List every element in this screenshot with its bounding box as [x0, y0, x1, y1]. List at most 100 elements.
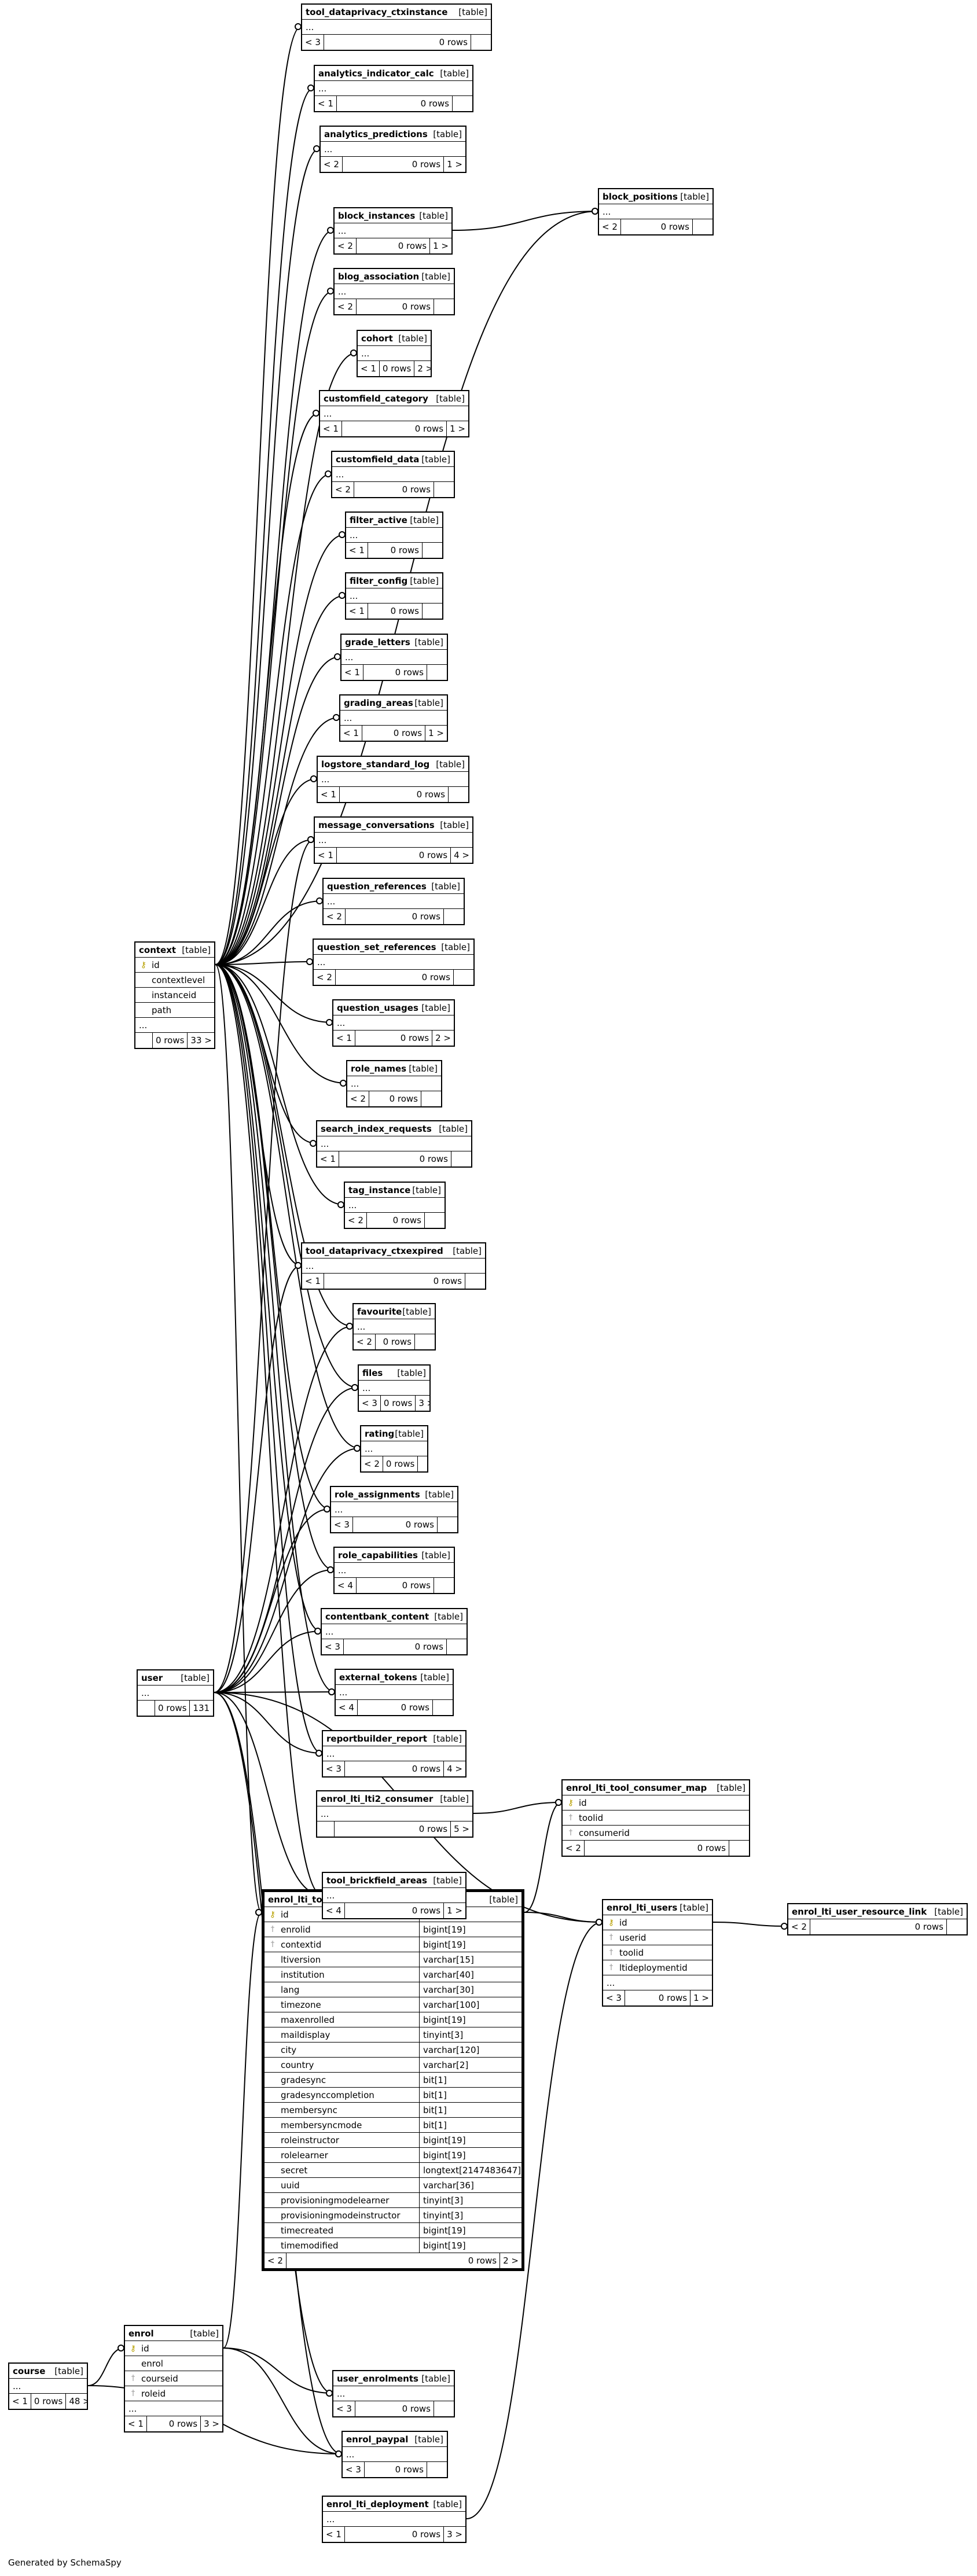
parents-link[interactable] — [135, 1033, 153, 1048]
column-row[interactable]: ⚷id — [135, 958, 214, 973]
table-tool-dataprivacy-ctxinstance[interactable]: tool_dataprivacy_ctxinstance[table]...< … — [301, 3, 492, 51]
children-link[interactable]: 3 > — [418, 1398, 429, 1408]
children-link[interactable]: 4 > — [447, 1764, 462, 1774]
table-name[interactable]: tool_brickfield_areas — [326, 1875, 427, 1886]
children-link[interactable]: 1 > — [447, 1905, 462, 1916]
table-header[interactable]: tag_instance[table] — [345, 1183, 445, 1198]
children-link[interactable] — [415, 1334, 435, 1349]
children-link[interactable]: 1 > — [447, 159, 462, 170]
children-link[interactable] — [947, 1919, 967, 1934]
table-name[interactable]: analytics_indicator_calc — [318, 68, 434, 79]
table-header[interactable]: enrol[table] — [125, 2326, 222, 2341]
parents-link[interactable]: < 3 — [302, 35, 324, 50]
table-header[interactable]: block_instances[table] — [335, 208, 451, 223]
table-name[interactable]: enrol_lti_users — [607, 1902, 678, 1913]
parents-link[interactable]: < 2 — [324, 909, 346, 924]
parents-link[interactable]: < 2 — [314, 970, 336, 985]
table-header[interactable]: filter_config[table] — [346, 573, 442, 588]
table-name[interactable]: analytics_predictions — [324, 128, 428, 139]
parents-link[interactable]: < 1 — [317, 1151, 339, 1166]
table-header[interactable]: search_index_requests[table] — [317, 1121, 471, 1136]
column-row[interactable]: ⚷id — [603, 1915, 712, 1930]
children-link[interactable]: 131 > — [193, 1703, 213, 1713]
table-header[interactable]: enrol_lti_users[table] — [603, 1900, 712, 1915]
column-row[interactable]: path — [135, 1003, 214, 1018]
parents-link[interactable]: < 1 — [302, 1274, 324, 1289]
table-header[interactable]: cohort[table] — [358, 331, 431, 346]
parents-link[interactable]: < 2 — [335, 299, 357, 314]
table-header[interactable]: role_assignments[table] — [331, 1487, 457, 1502]
children-link[interactable] — [438, 1517, 457, 1532]
table-name[interactable]: question_set_references — [317, 941, 436, 952]
table-name[interactable]: question_usages — [337, 1002, 418, 1013]
column-row[interactable]: †courseid — [125, 2371, 222, 2386]
parents-link[interactable]: < 1 — [125, 2416, 147, 2431]
column-row[interactable]: ⚷id — [563, 1795, 749, 1810]
table-header[interactable]: tool_dataprivacy_ctxinstance[table] — [302, 5, 491, 20]
table-header[interactable]: customfield_category[table] — [320, 391, 468, 406]
table-header[interactable]: favourite[table] — [354, 1304, 435, 1319]
table-header[interactable]: tool_brickfield_areas[table] — [323, 1873, 465, 1888]
table-name[interactable]: tag_instance — [348, 1184, 411, 1195]
children-link[interactable] — [447, 1639, 467, 1654]
table-name[interactable]: block_positions — [603, 191, 678, 202]
children-link[interactable] — [434, 299, 454, 314]
parents-link[interactable]: < 3 — [322, 1639, 344, 1654]
table-header[interactable]: user_enrolments[table] — [333, 2371, 454, 2386]
table-header[interactable]: role_capabilities[table] — [335, 1548, 454, 1563]
table-name[interactable]: enrol_lti_lti2_consumer — [321, 1793, 434, 1804]
table-name[interactable]: course — [13, 2365, 46, 2376]
children-link[interactable]: 5 > — [454, 1824, 469, 1834]
children-link[interactable] — [434, 482, 454, 497]
table-name[interactable]: contentbank_content — [325, 1611, 429, 1622]
table-name[interactable]: filter_config — [350, 575, 408, 586]
parents-link[interactable]: < 4 — [335, 1578, 357, 1593]
children-link[interactable]: 2 > — [417, 363, 431, 374]
children-link[interactable] — [434, 2401, 454, 2416]
table-header[interactable]: course[table] — [9, 2364, 87, 2379]
table-name[interactable]: enrol_lti_user_resource_link — [792, 1906, 927, 1917]
children-link[interactable]: 48 > — [69, 2396, 87, 2406]
parents-link[interactable]: < 3 — [603, 1990, 625, 2005]
table-name[interactable]: enrol_lti_deployment — [326, 2498, 429, 2509]
children-link[interactable]: 1 > — [433, 241, 449, 251]
parents-link[interactable]: < 1 — [358, 361, 380, 376]
parents-link[interactable]: < 1 — [340, 726, 362, 741]
table-name[interactable]: enrol — [128, 2328, 154, 2339]
table-enrol-lti-users[interactable]: enrol_lti_users[table]⚷id†userid†toolid†… — [602, 1899, 713, 2007]
table-header[interactable]: enrol_lti_deployment[table] — [323, 2497, 465, 2512]
table-tool-dataprivacy-ctxexpired[interactable]: tool_dataprivacy_ctxexpired[table]...< 1… — [301, 1242, 486, 1290]
children-link[interactable] — [427, 2462, 447, 2477]
table-name[interactable]: grade_letters — [345, 636, 410, 647]
children-link[interactable] — [423, 603, 442, 619]
children-link[interactable] — [729, 1841, 749, 1856]
